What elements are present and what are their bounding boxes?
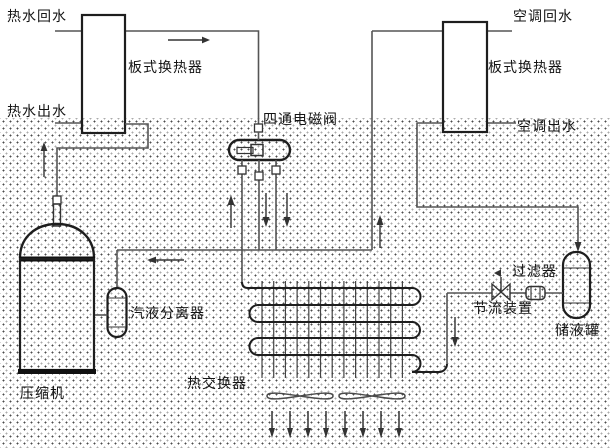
flow-arrow-up-icon	[376, 215, 384, 248]
label-ac-out: 空调出水	[517, 119, 577, 135]
liquid-receiver	[561, 250, 592, 320]
plate-heat-exchanger-left	[80, 13, 127, 135]
fan-blades-icon	[266, 392, 406, 400]
vapor-liquid-separator	[106, 286, 128, 339]
liquid-line-pipes	[446, 292, 563, 364]
pipe-connector	[253, 123, 264, 133]
pipe-connector	[237, 165, 281, 181]
label-receiver: 储液罐	[555, 323, 600, 339]
throttle-valve-symbol	[491, 269, 511, 302]
filter-symbol	[525, 285, 546, 301]
label-plate-hx-left: 板式换热器	[128, 60, 203, 76]
four-way-solenoid-valve	[227, 138, 292, 162]
compressor-nozzle	[52, 203, 62, 227]
label-plate-hx-right: 板式换热器	[488, 60, 563, 76]
flow-arrow-up-icon	[227, 195, 235, 228]
plate-heat-exchanger-right	[441, 20, 489, 134]
compressor-discharge-pipe	[56, 123, 149, 196]
label-compressor: 压缩机	[20, 386, 65, 402]
halftone-background	[0, 118, 610, 448]
flow-arrow-right-icon	[168, 36, 210, 44]
label-four-way-valve: 四通电磁阀	[263, 112, 338, 128]
valve-port-pipes	[241, 160, 277, 284]
flow-arrow-down-icon	[283, 193, 291, 227]
label-heat-exchanger: 热交换器	[187, 376, 247, 392]
airflow-arrows	[269, 411, 402, 438]
compressor-vessel	[18, 222, 96, 374]
coil-fins	[261, 281, 403, 378]
flow-arrow-left-icon	[147, 256, 184, 264]
label-separator: 汽液分离器	[130, 306, 205, 322]
flow-arrow-down-icon	[574, 242, 582, 252]
label-ac-return: 空调回水	[513, 9, 573, 25]
finned-coil-serpentine	[241, 281, 448, 373]
flow-arrow-down-icon	[451, 317, 459, 347]
label-hot-water-return: 热水回水	[7, 9, 67, 25]
pipe-connector	[52, 195, 62, 205]
flow-arrow-down-icon	[262, 193, 270, 227]
flow-arrow-up-icon	[40, 142, 48, 177]
ac-water-pipes	[372, 30, 579, 243]
label-hot-water-out: 热水出水	[7, 104, 67, 120]
label-filter: 过滤器	[512, 264, 557, 280]
label-throttle: 节流装置	[473, 301, 533, 317]
hot-water-return-pipe	[55, 30, 260, 124]
